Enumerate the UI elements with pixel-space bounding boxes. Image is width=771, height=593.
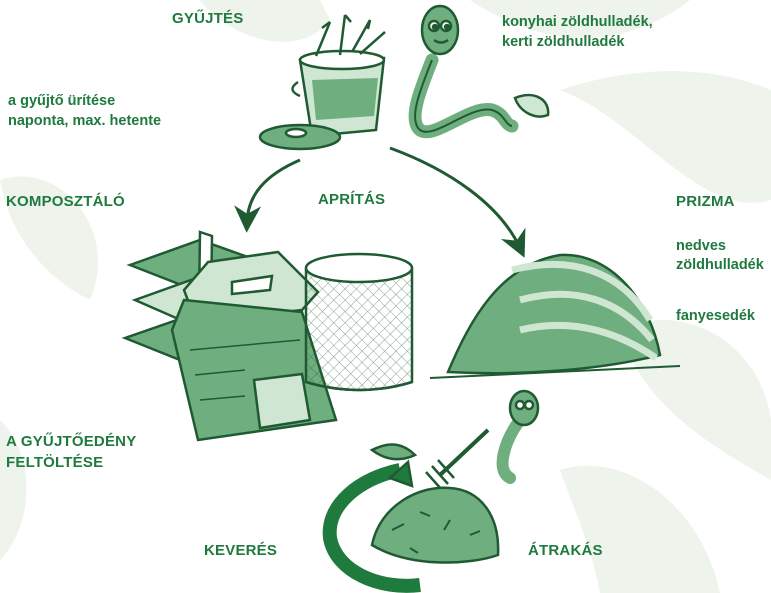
- arrow-to-prizma: [390, 148, 520, 248]
- label-komposztalo: KOMPOSZTÁLÓ: [6, 193, 125, 210]
- label-gyujtes-note-2: kerti zöldhulladék: [502, 33, 624, 52]
- label-keveres: KEVERÉS: [204, 542, 277, 559]
- label-feltoltes-2: FELTÖLTÉSE: [6, 454, 103, 471]
- label-urites-2: naponta, max. hetente: [8, 112, 161, 131]
- label-gyujtes-note-1: konyhai zöldhulladék,: [502, 13, 653, 32]
- label-feltoltes-1: A GYŰJTŐEDÉNY: [6, 433, 136, 450]
- label-atrakas: ÁTRAKÁS: [528, 542, 603, 559]
- label-prizma-note-1: nedves: [676, 237, 726, 256]
- label-gyujtes: GYŰJTÉS: [172, 10, 243, 27]
- arrow-to-komposztalo: [247, 160, 300, 222]
- label-prizma-note-2: zöldhulladék: [676, 256, 764, 275]
- mesh-composter-icon: [306, 254, 412, 390]
- compost-heap-icon: [430, 255, 680, 378]
- label-prizma-note-3: fanyesedék: [676, 307, 755, 326]
- compost-pile-icon: [330, 462, 498, 586]
- label-apritas: APRÍTÁS: [318, 191, 385, 208]
- label-prizma: PRIZMA: [676, 193, 735, 210]
- label-urites-1: a gyűjtő ürítése: [8, 92, 115, 111]
